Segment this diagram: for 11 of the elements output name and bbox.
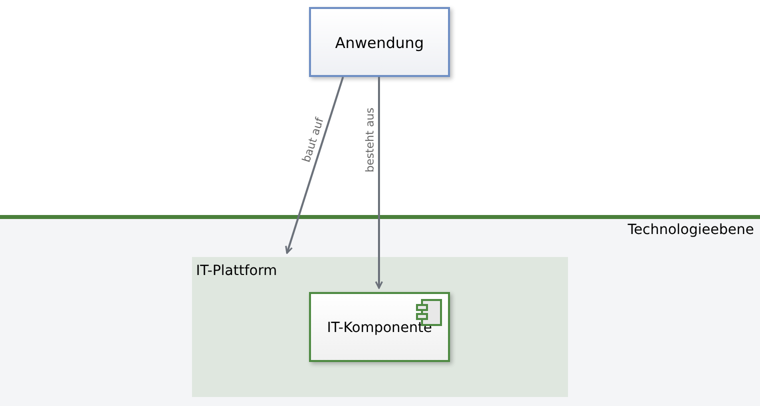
- box-label: Anwendung: [334, 34, 425, 52]
- platform-group: [192, 257, 568, 397]
- application-box: [309, 7, 450, 77]
- edge-label: besteht aus: [364, 106, 376, 174]
- layer-title: Technologieebene: [628, 222, 754, 238]
- component-box: [309, 292, 450, 362]
- box-label: IT-Komponente: [326, 320, 434, 336]
- group-title: IT-Plattform: [196, 263, 277, 279]
- layer-band: [0, 215, 760, 406]
- arrow: [375, 77, 383, 289]
- arrow: [285, 76, 344, 254]
